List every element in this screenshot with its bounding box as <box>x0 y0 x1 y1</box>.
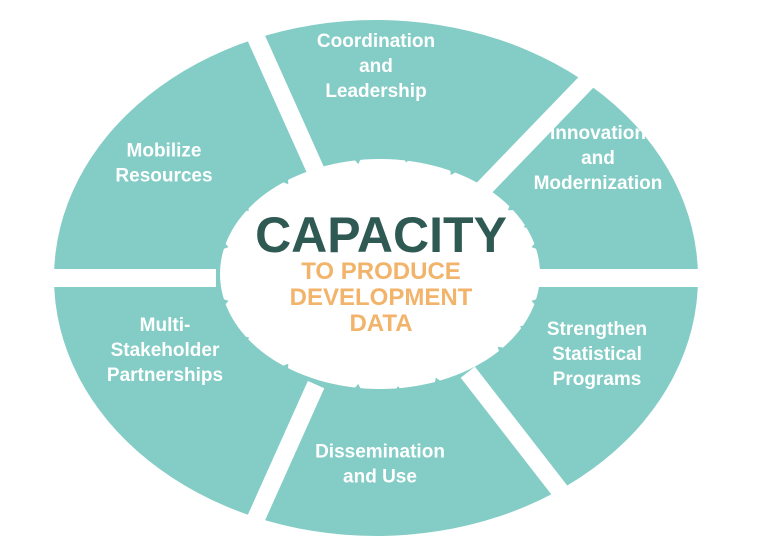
segment-gap-2 <box>474 54 614 198</box>
notch-arrow-6-2 <box>212 295 229 313</box>
arrow-partnerships <box>197 335 249 376</box>
segments-layer <box>24 7 728 549</box>
segment-mobilize-label-2: Resources <box>115 166 212 187</box>
arrow-dissemination <box>383 386 418 443</box>
notch-arrow-1-2 <box>272 167 289 185</box>
center-subtitle-line-1: TO PRODUCE <box>301 258 461 285</box>
notch-arrow-2-1 <box>507 194 525 211</box>
segment-partnerships-label-2: Stakeholder <box>111 340 220 361</box>
center-text: CAPACITY TO PRODUCE DEVELOPMENT DATA <box>255 207 507 337</box>
segment-dissemination: Dissemination and Use <box>315 442 445 488</box>
notch-arrow-3-2 <box>531 235 548 253</box>
center-title: CAPACITY <box>255 207 507 263</box>
segment-gap-4 <box>460 366 586 520</box>
notch-arrow-5-1 <box>272 363 289 381</box>
segment-dissemination-label-2: and Use <box>343 467 417 488</box>
segment-strengthen-label-1: Strengthen <box>547 319 647 340</box>
center-subtitle-line-3: DATA <box>349 310 412 337</box>
segment-innovation-label-1: Innovation <box>550 123 646 144</box>
notch-arrow-4-2 <box>497 346 515 363</box>
notch-arrow-1-1 <box>347 149 366 165</box>
segment-gap-5 <box>235 380 325 549</box>
center-hole <box>220 159 540 389</box>
segment-innovation-label-2: and <box>581 148 615 169</box>
segment-strengthen-label-3: Programs <box>553 369 642 390</box>
notch-arrow-4-1 <box>432 377 450 394</box>
segment-partnerships-label-1: Multi- <box>140 315 191 336</box>
arrow-coordination <box>392 105 427 163</box>
arrow-mobilize <box>197 172 249 213</box>
arrow-strengthen <box>520 321 574 360</box>
segment-coordination-label-3: Leadership <box>325 81 426 102</box>
arrow-innovation <box>523 195 579 234</box>
center-subtitle-line-2: DEVELOPMENT <box>290 284 473 311</box>
segment-coordination-label-1: Coordination <box>317 31 435 52</box>
labels-layer: CoordinationandLeadershipInnovationandMo… <box>107 31 662 488</box>
segment-dissemination-label-1: Dissemination <box>315 442 445 463</box>
segment-partnerships-label-3: Partnerships <box>107 365 223 386</box>
notch-arrow-2-2 <box>449 158 466 176</box>
arrows-layer <box>197 105 579 443</box>
segment-innovation-label-3: Modernization <box>534 173 663 194</box>
notch-arrow-5-2 <box>347 383 366 399</box>
segment-mobilize-label-1: Mobilize <box>127 141 202 162</box>
segment-coordination-label-2: and <box>359 56 393 77</box>
notch-arrow-6-1 <box>212 235 229 253</box>
segment-strengthen-label-2: Statistical <box>552 344 642 365</box>
notch-arrow-3-1 <box>531 295 548 313</box>
segment-gap-1 <box>235 7 325 176</box>
